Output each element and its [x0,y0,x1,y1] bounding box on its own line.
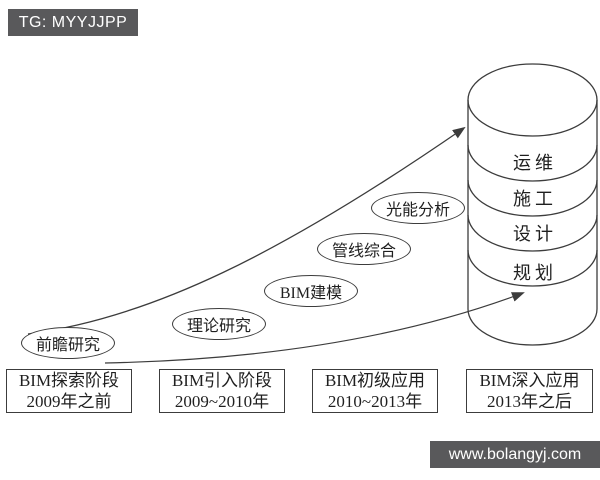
tg-watermark-badge: TG: MYYJJPP [8,9,138,36]
stage-box-exploration: BIM探索阶段 2009年之前 [6,369,132,413]
stage-box-introduction: BIM引入阶段 2009~2010年 [159,369,285,413]
growth-curve-arrow [27,126,466,335]
milestone-guanxian-zonghe: 管线综合 [317,233,411,265]
milestone-lilun-yanjiu: 理论研究 [172,308,266,340]
stage-box-deep-application: BIM深入应用 2013年之后 [466,369,593,413]
cylinder-top-ellipse [467,63,598,137]
milestone-bim-jianmo: BIM建模 [264,275,358,307]
cylinder-outline [467,63,598,346]
stage-period: 2013年之后 [487,392,572,411]
cylinder-divider-4 [467,249,598,287]
stage-name: BIM探索阶段 [18,371,120,390]
stage-name: BIM初级应用 [324,371,426,390]
cylinder-layer-shigong: 施工 [513,189,557,209]
stage-box-primary-application: BIM初级应用 2010~2013年 [312,369,438,413]
baseline-arrow [104,292,525,364]
cylinder-divider-1 [467,144,598,182]
cylinder-layer-guihua: 规划 [513,263,557,283]
stage-period: 2009~2010年 [174,392,270,411]
cylinder-layer-yunwei: 运维 [513,153,557,173]
cylinder-divider-2 [467,179,598,217]
stage-name: BIM深入应用 [479,371,580,390]
cylinder-layer-sheji: 设计 [513,224,557,244]
stage-name: BIM引入阶段 [171,371,273,390]
milestone-qianzhan-yanjiu: 前瞻研究 [21,327,115,359]
stage-period: 2009年之前 [26,392,112,411]
cylinder-bottom-arc [467,308,598,346]
milestone-guangneng-fenxi: 光能分析 [371,192,465,224]
cylinder-divider-3 [467,214,598,252]
site-watermark-badge: www.bolangyj.com [430,441,600,468]
stage-period: 2010~2013年 [327,392,423,411]
